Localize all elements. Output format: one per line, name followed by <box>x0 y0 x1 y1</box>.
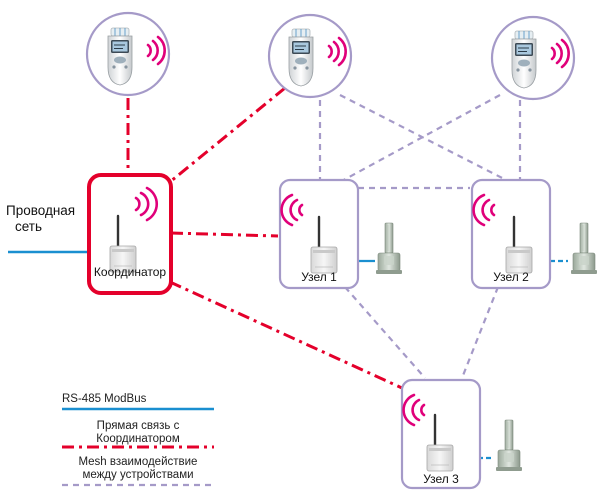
wireless-signal-icon <box>280 193 304 227</box>
legend-mesh-label-line1: Mesh взаимодействие <box>78 456 198 468</box>
handheld-meter-3 <box>490 15 576 101</box>
node-1 <box>278 178 360 290</box>
node-2-label: Узел 2 <box>493 270 529 284</box>
mesh-link-meter2-node2 <box>339 94 511 183</box>
legend-mesh-label: Mesh взаимодействие между устройствами <box>62 456 214 482</box>
node-1-label: Узел 1 <box>301 270 337 284</box>
mesh-link-node1-node3 <box>344 286 426 379</box>
mesh-link-meter3-node1 <box>339 94 501 183</box>
node-3 <box>400 378 482 490</box>
handheld-meter-icon <box>107 27 133 86</box>
direct-links <box>126 86 403 390</box>
legend-mesh-label-line2: между устройствами <box>82 469 194 481</box>
wired-network-label: Проводная сеть <box>6 203 75 235</box>
handheld-meter-1 <box>85 11 171 97</box>
wireless-signal-icon <box>146 35 166 66</box>
legend-direct-label-line1: Прямая связь с <box>96 420 180 432</box>
coordinator-label: Координатор <box>93 265 167 279</box>
legend-rs485-label: RS-485 ModBus <box>62 393 147 405</box>
duct-sensor-icon <box>570 222 598 275</box>
direct-link-coordinator-node3 <box>169 280 403 390</box>
legend-direct-label: Прямая связь с Координатором <box>62 420 214 446</box>
wired-network-label-line2: сеть <box>15 219 43 234</box>
legend-direct-label-line2: Координатором <box>96 433 180 445</box>
wireless-signal-icon <box>327 36 347 67</box>
node-3-label: Узел 3 <box>423 472 459 486</box>
duct-sensor-icon <box>375 222 403 275</box>
handheld-meter-2 <box>267 13 353 99</box>
direct-link-meter2-coordinator <box>164 86 286 188</box>
wireless-signal-icon <box>472 193 496 227</box>
wireless-signal-icon <box>134 186 159 222</box>
wireless-signal-icon <box>550 38 570 69</box>
coordinator <box>87 173 173 295</box>
handheld-meter-icon <box>288 28 314 87</box>
direct-link-coordinator-node1 <box>170 231 279 238</box>
duct-sensor-icon <box>495 419 523 472</box>
node-2 <box>470 178 552 290</box>
mesh-links <box>318 94 522 379</box>
handheld-meter-icon <box>511 30 537 89</box>
wireless-signal-icon <box>402 393 426 427</box>
mesh-link-node2-node3 <box>460 286 500 379</box>
wired-network-label-line1: Проводная <box>6 203 76 218</box>
